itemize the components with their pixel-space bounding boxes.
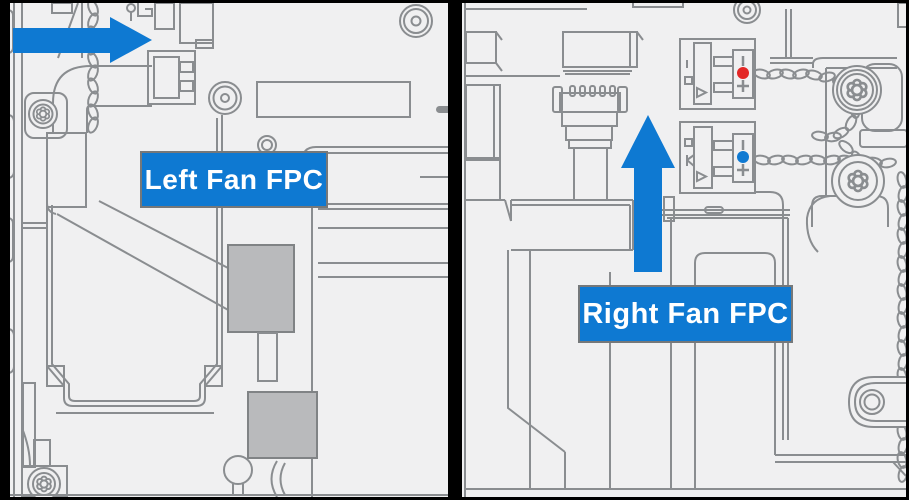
- arrow-right-icon: [13, 17, 152, 63]
- chassis-tab-with-hole: [847, 376, 906, 428]
- left-fpc-connector: [147, 50, 196, 105]
- left-fan-fpc-label: Left Fan FPC: [140, 151, 328, 208]
- board-grommets: [208, 4, 448, 155]
- arrow-up-icon: [621, 115, 675, 272]
- fan-pocket-outline: [46, 115, 223, 414]
- left-right-side-strips: [301, 146, 448, 497]
- screw-boss-top-icon: [832, 65, 882, 115]
- fan-connector-bottom-dot: [737, 151, 749, 163]
- right-fan-fpc-label: Right Fan FPC: [578, 285, 793, 343]
- torx-screw-icon: [24, 92, 68, 139]
- play-triangle-icon: [696, 170, 709, 183]
- play-triangle-icon: [696, 86, 709, 99]
- zif-connector: [552, 85, 628, 200]
- fan-connector-top-dot: [737, 67, 749, 79]
- screw-boss-bottom-icon: [831, 154, 885, 208]
- left-fpc-pads: [227, 244, 318, 459]
- right-panel: [464, 3, 906, 497]
- fan-connector-bottom: [679, 121, 756, 194]
